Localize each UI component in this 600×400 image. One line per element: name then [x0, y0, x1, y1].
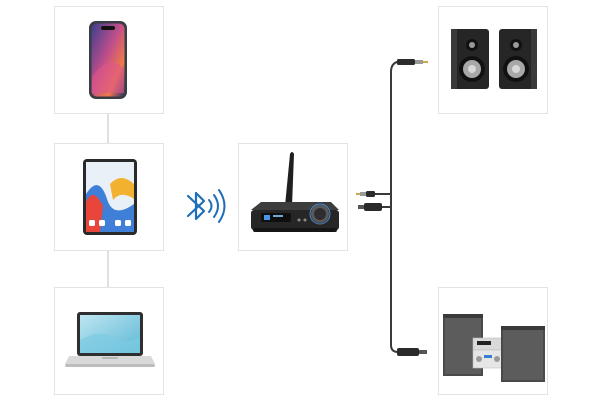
- connector-phone-tablet: [107, 114, 109, 143]
- speaker-right: [499, 29, 537, 89]
- bluetooth-icon: [186, 189, 226, 223]
- output-card-hifi: [438, 287, 548, 395]
- hifi-system-icon: [443, 314, 545, 382]
- signal-wave-large: [218, 189, 226, 223]
- laptop-icon: [65, 312, 155, 367]
- output-card-speakers: [438, 6, 548, 114]
- optical-plug: [358, 203, 382, 211]
- jack-plug-aux: [356, 191, 375, 197]
- signal-wave-medium: [213, 194, 219, 218]
- hifi-unit: [472, 337, 504, 369]
- source-card-tablet: [54, 143, 164, 251]
- source-card-laptop: [54, 287, 164, 395]
- hub-card-adapter: [238, 143, 348, 251]
- jack-plug-top: [397, 59, 428, 65]
- bluetooth-transmitter-receiver-icon: [251, 152, 339, 232]
- bookshelf-speakers-icon: [451, 29, 537, 89]
- cable-main: [390, 61, 399, 353]
- source-card-phone: [54, 6, 164, 114]
- tablet-icon: [83, 159, 137, 235]
- signal-wave-small: [208, 199, 213, 213]
- optical-plug-bottom: [397, 348, 427, 356]
- speaker-left: [451, 29, 489, 89]
- connector-tablet-laptop: [107, 251, 109, 287]
- hifi-speaker-right: [501, 326, 545, 382]
- smartphone-icon: [89, 21, 127, 99]
